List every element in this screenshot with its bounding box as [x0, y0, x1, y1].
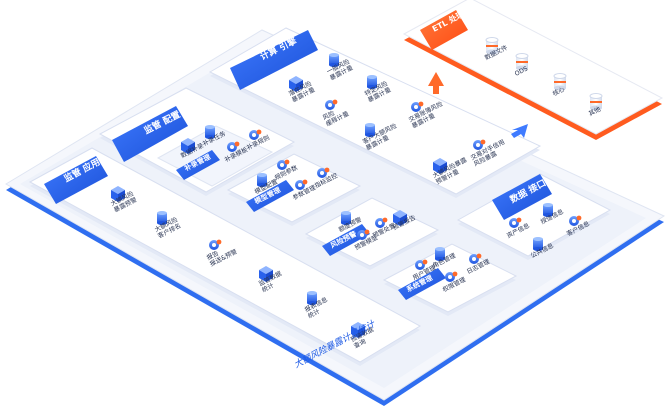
cube-icon [351, 322, 365, 338]
reg-app-panel: 监管 应用 [28, 147, 422, 366]
icon-layer [111, 37, 603, 338]
database-icon [341, 211, 351, 225]
database-icon [533, 237, 543, 251]
cube-icon [393, 210, 407, 226]
database-icon [543, 203, 553, 217]
database-icon [307, 291, 317, 305]
compute-engine-panel: 计算 引擎 [208, 27, 542, 198]
database-icon [365, 123, 375, 137]
database-icon [329, 53, 339, 67]
gear-person-icon [325, 99, 338, 110]
cube-icon [259, 266, 273, 282]
arrow-icon [428, 72, 528, 138]
database-icon [435, 247, 445, 261]
gear-person-icon [249, 129, 262, 140]
gear-person-icon [317, 167, 330, 178]
gear-person-icon [277, 159, 290, 170]
gear-person-icon [295, 179, 308, 190]
cube-icon [433, 158, 447, 174]
gear-person-icon [445, 271, 458, 282]
cube-icon [289, 76, 303, 92]
database-icon [515, 53, 529, 71]
gear-person-icon [357, 229, 370, 240]
cube-icon [181, 138, 195, 154]
gear-person-icon [411, 101, 424, 112]
gear-person-icon [415, 259, 428, 270]
database-icon [367, 75, 377, 89]
gear-person-icon [227, 141, 240, 152]
gear-person-icon [569, 215, 582, 226]
database-icon [553, 73, 567, 91]
gear-person-icon [473, 139, 486, 150]
gear-person-icon [209, 239, 222, 250]
database-icon [205, 125, 215, 139]
gear-person-icon [375, 217, 388, 228]
data-interface-panel: 数据 接口 [456, 173, 612, 260]
database-icon [257, 173, 267, 187]
cube-icon [111, 186, 125, 202]
reg-config-panel: 监管 配置 补录管理 [98, 87, 296, 196]
database-icon [157, 211, 167, 225]
database-icon [589, 93, 603, 111]
database-icon [485, 37, 499, 55]
gear-person-icon [509, 217, 522, 228]
gear-person-icon [469, 253, 482, 264]
